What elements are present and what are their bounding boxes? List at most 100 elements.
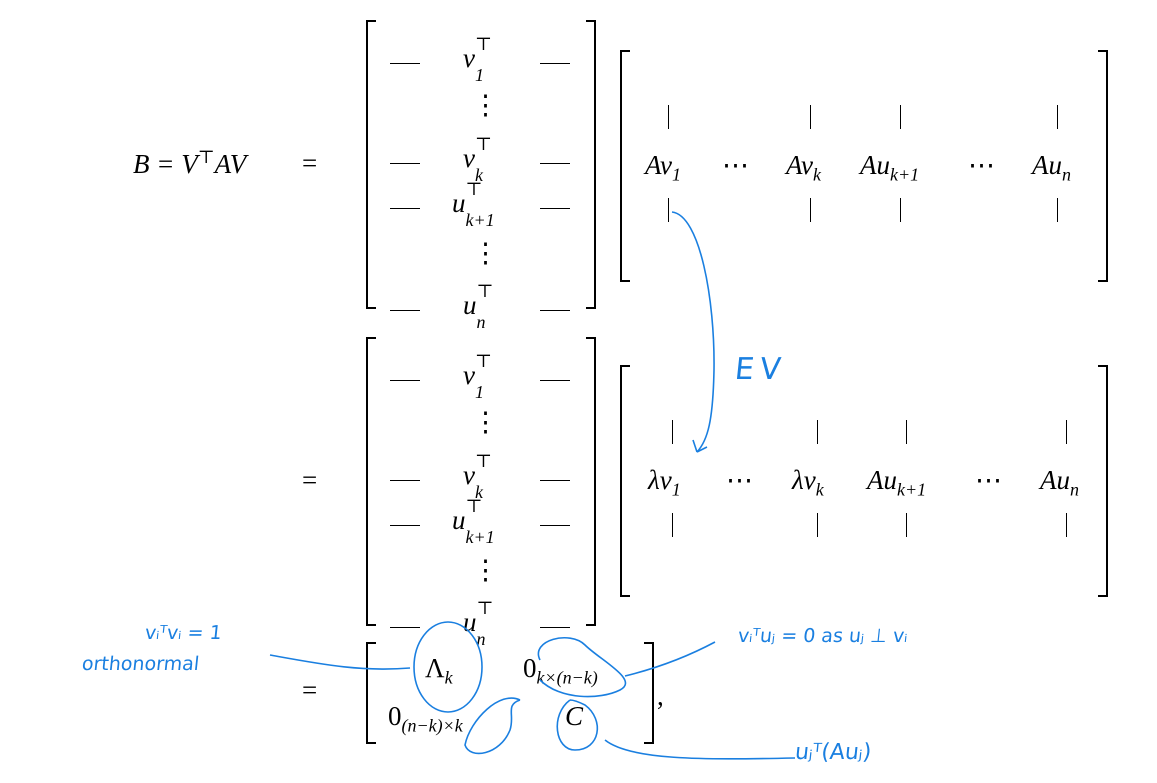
note-ortho-zero: vᵢᵀuⱼ = 0 as uⱼ ⊥ vᵢ	[736, 625, 909, 647]
lhs-expression: B = V⊤AV	[133, 148, 246, 178]
row-vector: u⊤ k+1	[452, 497, 495, 546]
circle-lambda	[413, 621, 483, 713]
note-unit: vᵢᵀvᵢ = 1	[143, 622, 223, 644]
row-vector-sub: 1	[474, 65, 484, 86]
column-vector: λv1	[648, 465, 681, 500]
column-vector-sub: n	[1062, 164, 1071, 185]
column-vector: Aun	[1040, 467, 1079, 500]
equals-3: =	[302, 675, 318, 705]
vdots: ⋮	[472, 238, 499, 268]
transpose: ⊤	[474, 34, 492, 54]
column-bar-bottom	[810, 198, 811, 222]
circle-zero-tr	[537, 637, 627, 698]
column-vector: Avk	[786, 152, 821, 185]
column-vector: Auk+1	[867, 465, 927, 500]
row-vector-name: u	[463, 290, 477, 320]
cdots: ⋯	[968, 150, 995, 180]
note-ev: EV	[733, 352, 789, 387]
c: C	[565, 701, 584, 731]
row-vector: v⊤1	[463, 352, 492, 401]
column-vector-name: Au	[860, 150, 890, 180]
cdots: ⋯	[726, 465, 753, 495]
column-vector: Av1	[645, 152, 681, 185]
column-bar-bottom	[900, 198, 901, 222]
column-matrix-left-bracket	[620, 365, 630, 597]
leader-zero-tr	[624, 641, 716, 677]
row-vector-sub: n	[476, 312, 486, 333]
arrow-curve	[671, 211, 715, 453]
column-vector-sub: n	[1070, 479, 1079, 500]
equals-1: =	[302, 148, 318, 178]
column-vector-sub: k+1	[890, 164, 920, 185]
row-vector-sub: n	[476, 629, 486, 650]
row-dash-left	[390, 63, 420, 64]
column-bar-bottom	[668, 198, 669, 222]
column-vector-name: Au	[1032, 150, 1062, 180]
row-vector-name: v	[463, 143, 475, 173]
column-vector-name: Au	[867, 465, 897, 495]
transpose: ⊤	[474, 451, 492, 471]
row-dash-right	[540, 525, 570, 526]
column-vector: λvk	[792, 467, 824, 500]
row-vector: u⊤k+1	[452, 180, 495, 229]
column-matrix-right-bracket	[1098, 50, 1108, 282]
column-matrix-right-bracket	[1098, 365, 1108, 597]
column-bar-top	[900, 105, 901, 129]
note-c-entry: uⱼᵀ(Auⱼ)	[793, 740, 873, 765]
row-vector-sub: k+1	[465, 527, 495, 548]
row-matrix-right-bracket	[586, 337, 596, 626]
column-bar-bottom	[672, 513, 673, 537]
column-vector-sub: k	[815, 479, 824, 500]
row-vector-name: v	[463, 43, 475, 73]
vdots: ⋮	[472, 90, 499, 120]
row-vector-name: v	[463, 460, 475, 490]
column-vector-sub: 1	[672, 164, 681, 185]
lhs-text: B = V	[133, 149, 198, 179]
lambda-sub: k	[444, 667, 453, 688]
row-matrix-left-bracket	[366, 337, 376, 626]
column-bar-top	[1066, 420, 1067, 444]
row-dash-left	[390, 380, 420, 381]
column-vector-sub: 1	[671, 479, 681, 500]
column-bar-bottom	[1066, 513, 1067, 537]
row-dash-left	[390, 208, 420, 209]
zero: 0	[388, 701, 402, 731]
lhs-tail: AV	[214, 149, 247, 179]
column-bar-bottom	[1057, 198, 1058, 222]
column-bar-top	[672, 420, 673, 444]
row-dash-right	[540, 480, 570, 481]
row-dash-right	[540, 163, 570, 164]
cdots: ⋯	[975, 465, 1002, 495]
row-vector-sub: k	[474, 165, 483, 186]
c-block: C	[565, 703, 583, 730]
circle-c	[556, 699, 599, 751]
column-bar-top	[668, 105, 669, 129]
circle-zero-bl	[464, 697, 521, 755]
row-dash-right	[540, 310, 570, 311]
column-vector-sub: k+1	[897, 479, 927, 500]
row-vector-sub: 1	[474, 382, 484, 403]
column-bar-top	[1057, 105, 1058, 129]
row-vector: v⊤ k	[463, 135, 492, 184]
transpose: ⊤	[465, 496, 483, 516]
comma: ,	[657, 681, 664, 711]
row-dash-left	[390, 163, 420, 164]
vdots: ⋮	[472, 407, 499, 437]
row-vector-name: u	[452, 505, 466, 535]
column-vector-name: λv	[648, 465, 672, 495]
column-vector-sub: k	[813, 164, 821, 185]
leader-c	[604, 739, 796, 760]
row-dash-right	[540, 63, 570, 64]
vdots: ⋮	[472, 555, 499, 585]
row-dash-left	[390, 525, 420, 526]
transpose: ⊤	[474, 134, 492, 154]
row-vector: u⊤n	[463, 282, 493, 331]
row-dash-right	[540, 380, 570, 381]
transpose: ⊤	[474, 351, 492, 371]
row-matrix-right-bracket	[586, 20, 596, 309]
zero-tr-sub: k×(n−k)	[536, 667, 598, 688]
row-vector-sub: k	[474, 482, 483, 503]
row-vector-name: u	[452, 188, 466, 218]
column-vector: Auk+1	[860, 150, 920, 185]
